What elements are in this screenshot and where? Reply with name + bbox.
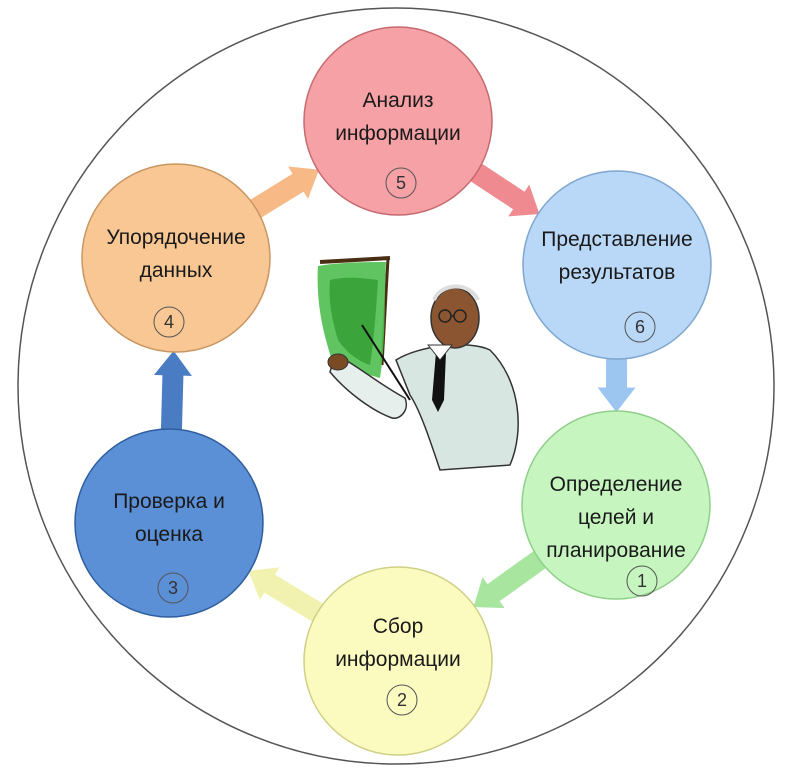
step-node-3: Проверка и оценка 3 [74,428,264,618]
step-number: 3 [168,578,178,598]
step-node-6: Представление результатов 6 [522,170,712,360]
arrow-2-to-3 [247,566,329,626]
step-number-badge [624,311,656,343]
step-circle [81,163,271,353]
arrow-5-to-6 [464,159,541,218]
step-number-badge [153,306,185,338]
step-node-1: Определение целей и планирование 1 [521,410,711,600]
step-label-line: Проверка и [113,490,225,513]
step-node-2: Сбор информации 2 [303,566,493,756]
step-number: 1 [637,571,647,591]
step-label-line: информации [335,122,461,145]
step-label-line: Анализ [363,89,434,112]
step-label-line: целей и [578,506,654,529]
arrows-group [151,159,638,626]
step-number-badge [626,565,658,597]
step-label-line: Представление [541,228,692,251]
step-node-5: Анализ информации 5 [303,26,493,216]
arrow-4-to-5 [244,165,321,222]
step-circle [522,170,712,360]
presenter-at-board-icon [317,256,519,471]
step-label-line: результатов [559,261,676,284]
step-label-line: планирование [546,539,686,562]
step-number: 4 [164,312,174,332]
step-number-badge [385,167,417,199]
step-label-line: Упорядочение [106,226,245,249]
step-label-line: Определение [550,473,683,496]
step-number: 2 [397,690,407,710]
step-number-badge [386,684,418,716]
step-circle [74,428,264,618]
step-label-line: информации [335,648,461,671]
arrow-3-to-4 [151,349,194,436]
step-number: 5 [396,173,406,193]
step-label-line: оценка [135,523,203,546]
step-label-line: данных [140,259,213,282]
step-number-badge [157,572,189,604]
step-number: 6 [635,317,645,337]
step-node-4: Упорядочение данных 4 [81,163,271,353]
arrow-1-to-2 [472,546,552,610]
step-circle [303,26,493,216]
step-circle [303,566,493,756]
step-label-line: Сбор [373,615,424,638]
step-circle [521,410,711,600]
